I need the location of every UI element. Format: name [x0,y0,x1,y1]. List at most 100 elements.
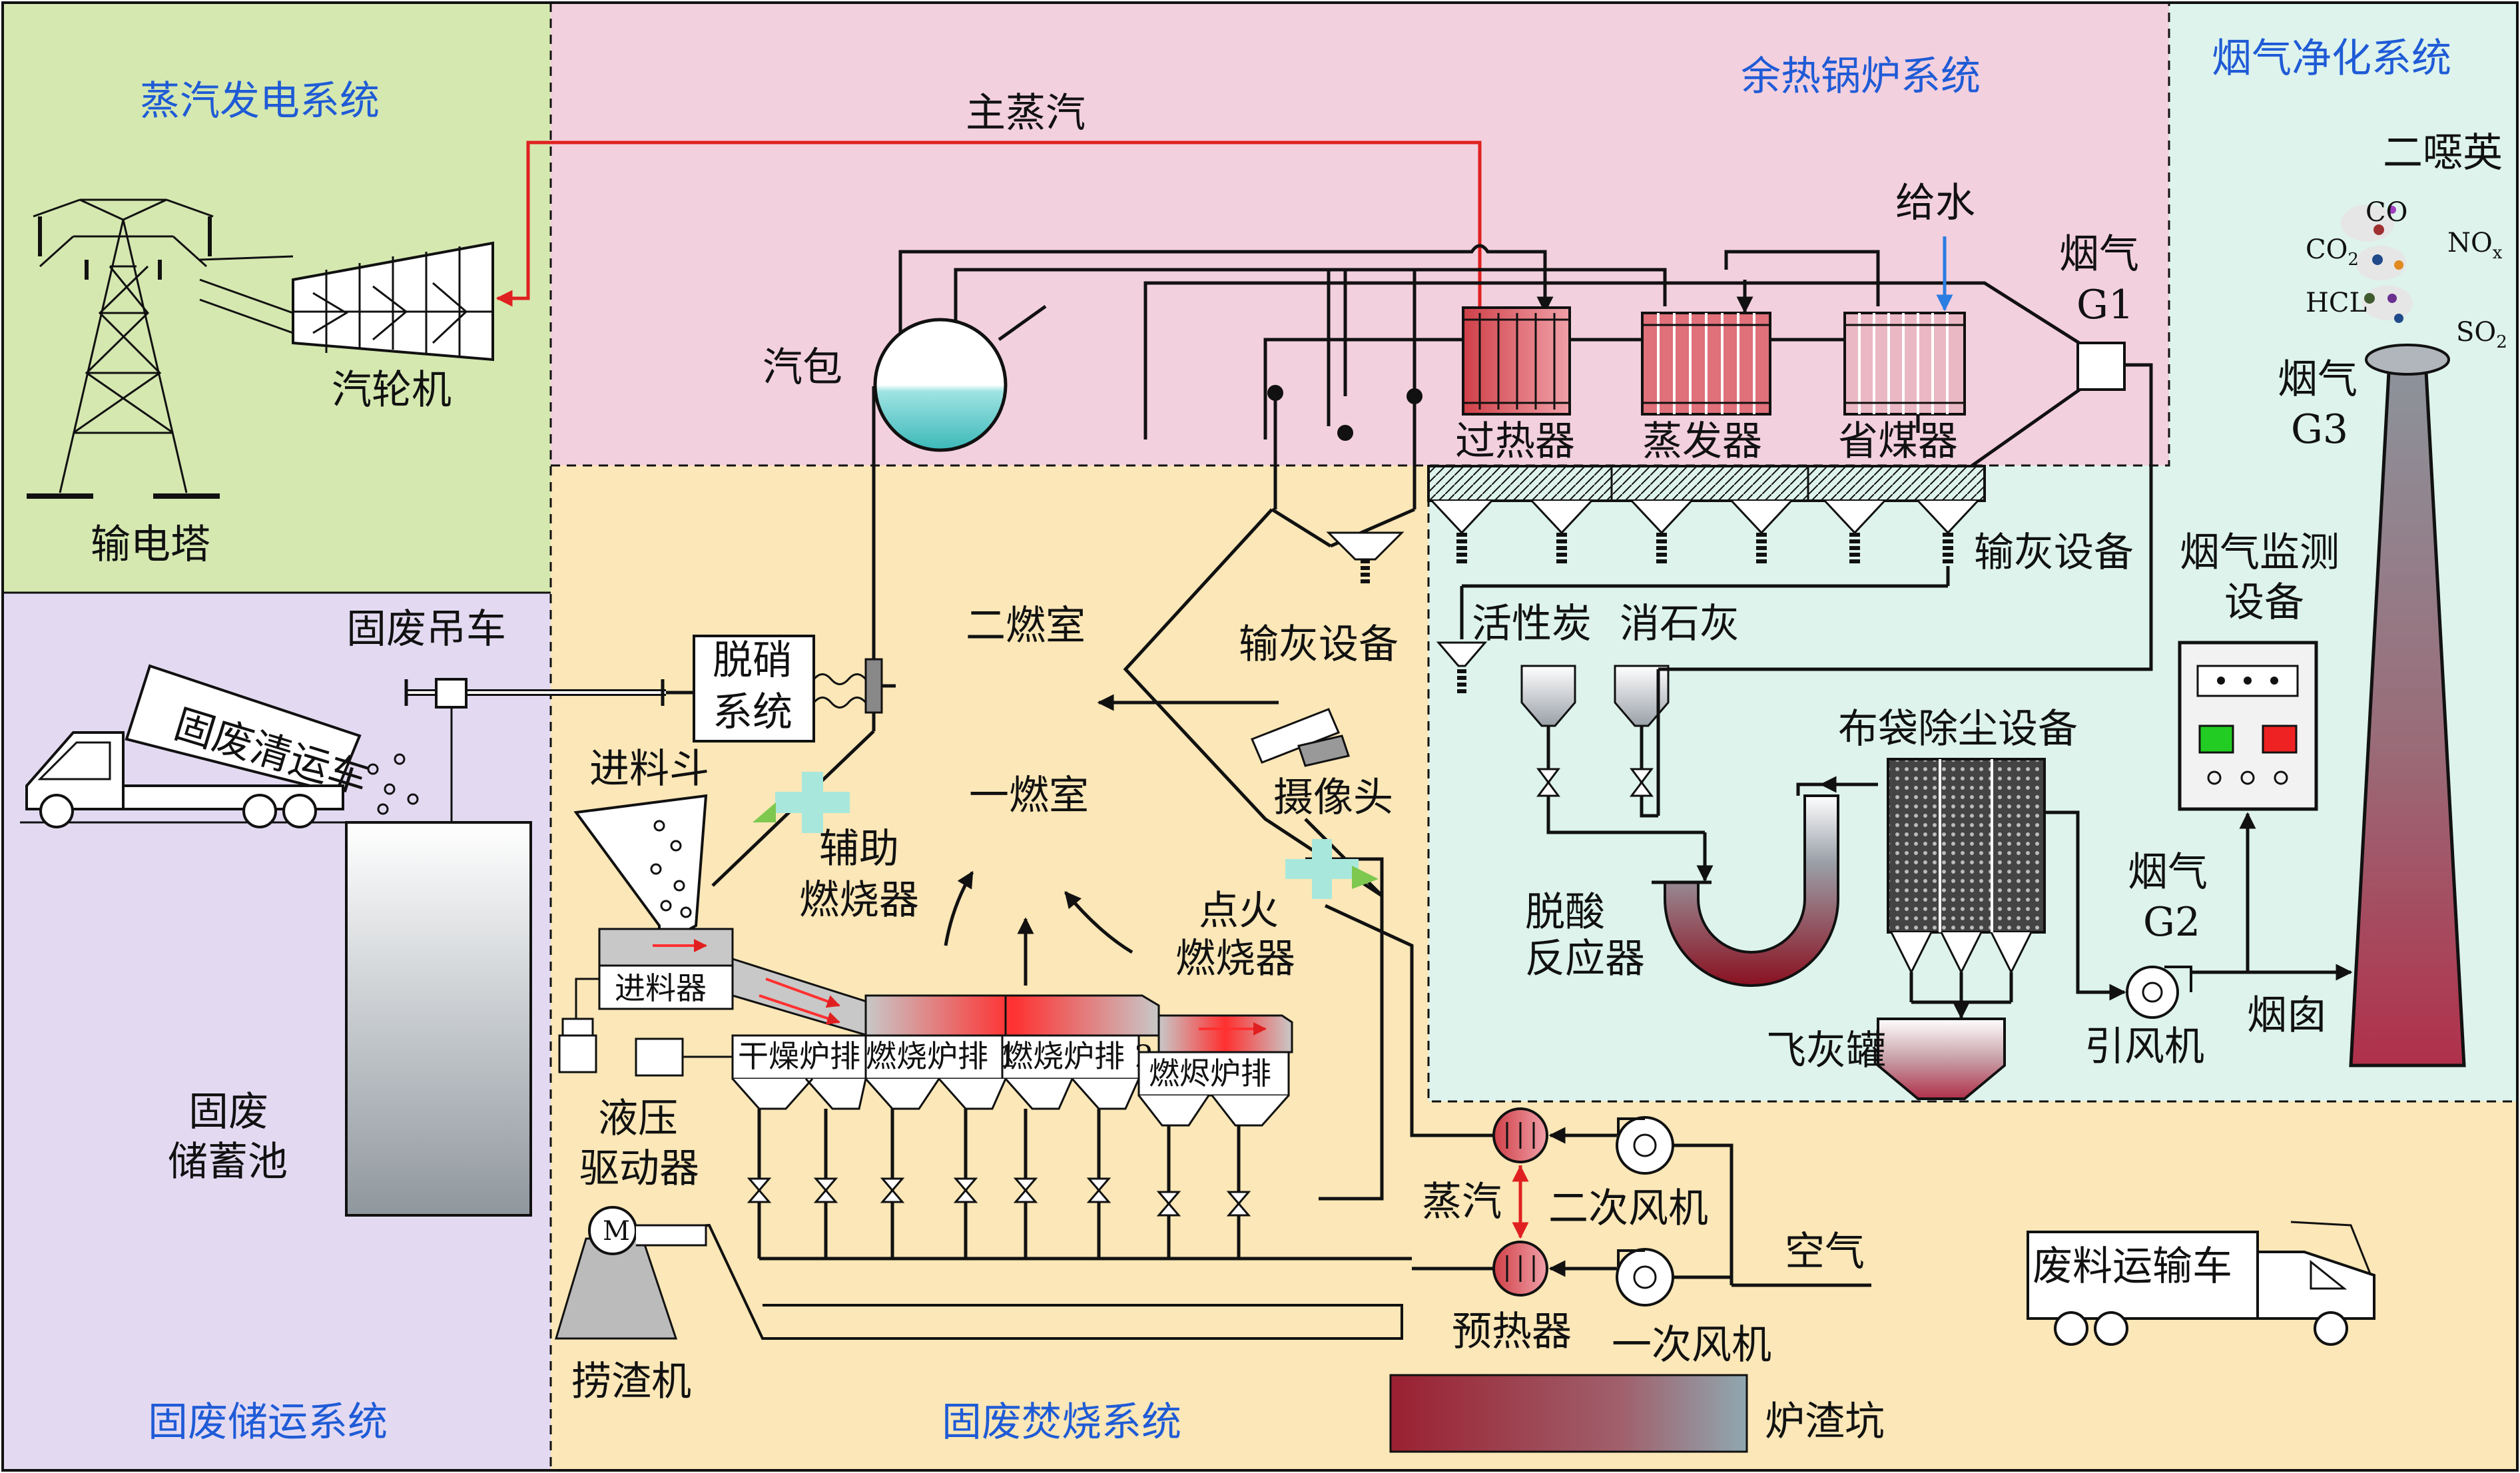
steam-drum-label: 汽包 [763,344,842,391]
superheater-label: 过热器 [1455,418,1575,465]
secondary-fan-icon [1616,1116,1674,1175]
slag-pit-icon [1389,1374,1748,1453]
steam-heater-icon [1492,1107,1548,1163]
hydraulic-label-b: 驱动器 [579,1145,699,1192]
economizer-label: 省煤器 [1838,418,1958,465]
lime-label: 消石灰 [1620,601,1739,647]
chimney-icon [2349,344,2466,1067]
fly-ash-tank-icon [1877,1018,2006,1100]
evaporator-label: 蒸发器 [1642,418,1762,465]
dioxin-label: 二噁英 [2383,130,2503,176]
grate-burn1-label: 燃烧炉排 1 [866,1038,1018,1074]
deacid-label-a: 脱酸 [1525,889,1605,936]
deacid-reactor-icon [1664,794,1839,987]
denox-label-a: 脱硝 [713,637,792,684]
ash-conveyor-mid-label: 输灰设备 [1239,621,1399,668]
monitor-label-b: 设备 [2224,579,2304,626]
air-label: 空气 [1785,1229,1865,1275]
slag-pit-label: 炉渣坑 [1765,1398,1885,1445]
flue-g1-label-b: G1 [2076,282,2134,328]
camera-label: 摄像头 [1273,774,1393,821]
waste-pool-icon [345,821,532,1217]
waste-transport-truck-icon [2027,1221,2375,1346]
chimney-label: 烟囱 [2247,992,2327,1039]
steam-drum-icon [873,318,1008,452]
secondary-fan-label: 二次风机 [1548,1185,1708,1232]
deacid-label-b: 反应器 [1525,936,1645,982]
steam-label: 蒸汽 [1422,1179,1502,1225]
grate-burn2-label: 燃烧炉排 2 [1002,1038,1154,1074]
pollutant-cloud [2341,204,2413,323]
flue-g1-box [2076,342,2126,391]
air-valves [747,1177,1251,1217]
flue-gas-monitor-icon [2178,641,2318,811]
primary-fan-icon [1616,1248,1674,1307]
feeder-label: 进料器 [615,970,707,1006]
feedwater-label: 给水 [1895,180,1975,226]
fly-ash-tank-label: 飞灰罐 [1766,1028,1886,1074]
ign-burner-label-b: 燃烧器 [1175,936,1295,982]
co-label: CO [2365,197,2407,228]
slag-remover-icon [554,1206,1403,1340]
region-title-storage: 固废储运系统 [148,1399,388,1446]
bag-filter-icon [1887,758,2046,975]
grate-dry-label: 干燥炉排 [738,1038,860,1074]
drum-pipes [898,244,1880,426]
denox-box [693,635,815,742]
co2-label: CO2 [2306,234,2359,270]
turbine-label: 汽轮机 [332,367,452,414]
tower-label: 输电塔 [91,521,210,568]
waste-truck-icon [25,664,419,828]
ign-burner-label-a: 点火 [1199,888,1279,934]
evaporator-icon [1641,312,1771,416]
crane-label: 固废吊车 [346,606,506,653]
camera-icon [1251,708,1350,767]
induced-fan-label: 引风机 [2084,1024,2204,1070]
hydraulic-label-a: 液压 [598,1095,678,1142]
turbine-icon [292,241,494,362]
so2-label: SO2 [2456,317,2507,352]
denox-label-b: 系统 [713,689,792,736]
lime-silo-icon [1614,665,1670,727]
hcl-label: HCL [2306,288,2367,318]
pool-label-a: 固废 [188,1089,268,1135]
preheater-icon [1492,1241,1548,1297]
ash-conveyor-right-icon [1427,465,1986,566]
primary-chamber-label: 一燃室 [969,772,1089,819]
grate-burnout [1137,1014,1293,1097]
main-steam-line [495,141,1482,326]
pool-label-b: 储蓄池 [168,1139,288,1185]
secondary-chamber-label: 二燃室 [966,603,1086,649]
transmission-tower-icon [27,198,220,499]
activated-carbon-label: 活性炭 [1472,601,1592,647]
activated-carbon-silo-icon [1520,665,1576,727]
region-title-steam-power: 蒸汽发电系统 [140,78,380,125]
grate-burnout-label: 燃烬炉排 [1149,1055,1271,1091]
nox-label: NOx [2447,228,2503,263]
preheater-label: 预热器 [1452,1309,1572,1355]
primary-fan-label: 一次风机 [1612,1322,1771,1368]
region-title-boiler: 余热锅炉系统 [1741,53,1981,100]
aux-burner-icon [753,772,850,833]
power-lines [199,255,294,334]
ignition-burner-icon [1285,839,1379,899]
monitor-label-a: 烟气监测 [2180,529,2340,576]
motor-label: M [603,1216,630,1247]
hopper-label: 进料斗 [589,746,709,792]
flue-g2-label-a: 烟气 [2128,849,2208,896]
flue-g1-label-a: 烟气 [2059,231,2139,278]
main-steam-label: 主蒸汽 [966,90,1086,137]
region-title-purification: 烟气净化系统 [2212,35,2451,82]
flue-g3-label-b: G3 [2291,406,2348,453]
flue-g3-label-a: 烟气 [2278,356,2358,403]
aux-burner-label-a: 辅助 [819,826,899,872]
superheater-icon [1462,306,1571,416]
slag-remover-label: 捞渣机 [571,1358,691,1405]
region-title-incineration: 固废焚烧系统 [942,1399,1181,1446]
induced-fan-icon [2126,966,2192,1019]
economizer-icon [1843,312,1966,416]
ash-conveyor-right-label: 输灰设备 [1974,529,2134,576]
bag-filter-label: 布袋除尘设备 [1838,706,2078,752]
aux-burner-label-b: 燃烧器 [799,877,919,924]
